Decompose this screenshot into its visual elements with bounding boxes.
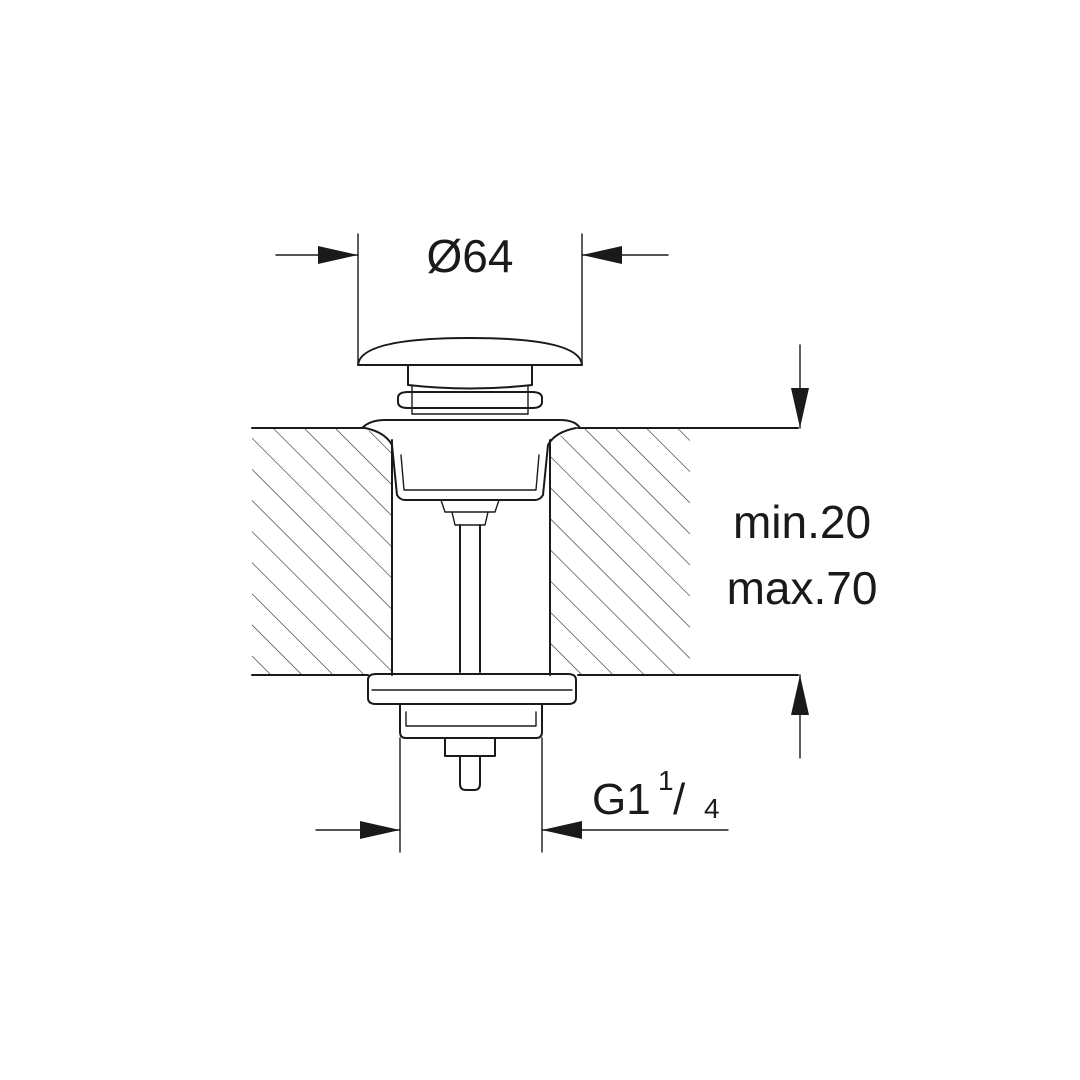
plunger-top: [440, 499, 500, 513]
body-cup: [364, 427, 577, 501]
thread-arrow-left: [360, 821, 400, 839]
thickness-arrow-bottom: [791, 675, 809, 715]
tailpiece-body: [399, 703, 543, 739]
diameter-dimension: Ø64: [275, 230, 669, 366]
lower-assembly: [367, 673, 577, 791]
plunger-collar: [451, 511, 489, 526]
lock-nut: [367, 673, 577, 705]
diameter-label: Ø64: [427, 230, 514, 282]
thread-numerator: 1: [658, 765, 674, 796]
tailpiece-inner: [405, 711, 537, 727]
thread-prefix: G1: [592, 775, 651, 824]
cap-gasket: [397, 391, 543, 409]
right-hatched-mass: [550, 428, 690, 675]
body-cup-inner: [400, 454, 540, 491]
diameter-arrow-right: [582, 246, 622, 264]
thickness-min-label: min.20: [733, 496, 871, 548]
cap-dome: [357, 337, 583, 366]
thread-denominator: 4: [704, 793, 720, 824]
thread-dimension: G1 1 / 4: [315, 737, 729, 853]
countertop-section: [251, 427, 799, 676]
bottom-pin: [459, 755, 481, 791]
thread-slash: /: [673, 775, 686, 824]
cap-neck: [407, 364, 533, 390]
thickness-max-label: max.70: [727, 562, 878, 614]
drain-body: [361, 419, 581, 673]
drain-cap: [357, 337, 583, 415]
thickness-arrow-top: [791, 388, 809, 428]
bottom-collar: [444, 737, 496, 757]
thickness-dimension: min.20 max.70: [727, 344, 878, 759]
thread-arrow-right: [542, 821, 582, 839]
diameter-arrow-left: [318, 246, 358, 264]
body-flange-top: [361, 419, 581, 429]
left-hatched-mass: [252, 428, 392, 675]
